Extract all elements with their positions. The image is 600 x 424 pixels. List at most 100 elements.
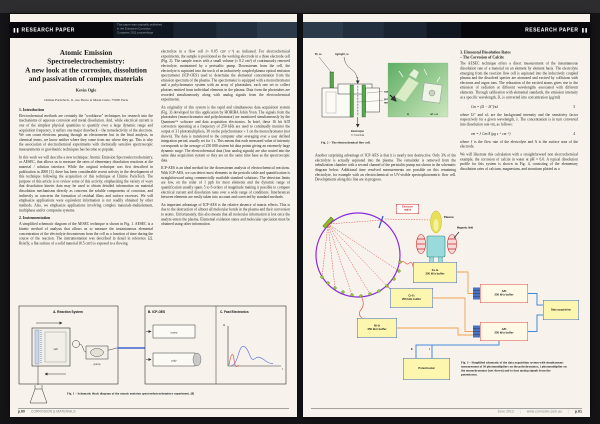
author-affiliation: Chimie ParisTech, 11, rue Pierre et Mari…	[44, 98, 128, 102]
figure-1-caption: Fig. 1 – Schematic block diagram of the …	[67, 392, 195, 396]
figure-1-diagram: A. Reaction System cell pump B.	[18, 305, 287, 404]
entrance-slit-shape	[378, 215, 384, 229]
plasma-label: Plasma	[444, 216, 454, 219]
time-axis-label: t	[282, 367, 283, 371]
reference-electrode-label: Ag/AgCl, re	[335, 53, 349, 56]
column2-paragraph-2: An originality of this system is the rap…	[161, 104, 290, 163]
left-footer-rule	[18, 408, 289, 409]
current-signal-label: I	[429, 348, 430, 351]
figure-2: Pt, ce Ag/AgCl, re sample porous membran…	[311, 49, 457, 140]
figure-1: A. Reaction System cell pump B.	[18, 300, 290, 406]
journal-name: CORROSION & MATERIALS	[31, 410, 76, 414]
figure-3-diagram	[315, 210, 543, 358]
right-page-number: p.61	[575, 410, 582, 414]
cell-label: cell	[53, 347, 57, 351]
left-page: ❚❚ RESEARCH PAPER This paper was origina…	[10, 14, 297, 417]
figure-2-caption: Fig. 2 – The electrochemical flow cell.	[321, 141, 371, 145]
panel-a-label: A. Reaction System	[53, 310, 83, 314]
right-column: 3. Elemental Dissolution Rates – The Cor…	[460, 50, 578, 174]
instrumentation-heading: 2. Instrumentation	[19, 215, 51, 221]
paper-marker-icon: ❚❚	[12, 27, 20, 33]
light-rays	[321, 218, 431, 296]
left-column-2: electrolyte in a flow cell (≈ 0.05 cm³ s…	[161, 49, 290, 229]
flow-rate-label: f = 3 cm³/min	[351, 134, 365, 137]
article-title: Atomic Emission Spectroelectrochemistry:…	[25, 49, 147, 84]
journal-website: www.corrosion.com.au	[526, 410, 563, 414]
figure-2-diagram: Pt, ce Ag/AgCl, re sample porous membran…	[315, 53, 449, 137]
left-page-number: p.60	[18, 410, 25, 414]
intro-heading: 1. Introduction	[19, 107, 45, 112]
rowland-circle	[315, 212, 401, 298]
column2-paragraph-4: An important advantage of ICP-AES is the…	[161, 202, 290, 227]
left-header-bar: ❚❚ RESEARCH PAPER This paper was origina…	[10, 22, 297, 38]
section-3-paragraph-1: The AESEC technique offers a direct meas…	[460, 61, 578, 100]
section-3-heading: 3. Elemental Dissolution Rates – The Cor…	[460, 50, 511, 60]
digital-connectors	[415, 293, 543, 358]
fe-buffer-box: Fe-Iλ 250 kHz buffer	[413, 262, 457, 283]
equation-3-number: 3	[573, 105, 575, 110]
data-acquisition-box: Data acquisition	[543, 300, 579, 320]
research-paper-label: RESEARCH PAPER	[21, 27, 75, 33]
ni-buffer-box: Ni-Iλ 250 kHz buffer	[357, 318, 397, 338]
monochromator-label: mono	[171, 332, 178, 335]
footer-separator: |	[519, 410, 521, 414]
equation-4-body: νm = ƒ Cm/A (μg s⁻¹ cm⁻²)	[471, 132, 511, 137]
ref-ce-label: ref + ce	[430, 114, 439, 116]
footer-separator: |	[568, 410, 569, 414]
issue-date: June 2012	[497, 410, 514, 414]
potential-signal-label: E	[411, 348, 413, 351]
right-footer: June 2012 | www.corrosion.com.au | p.61	[311, 410, 582, 414]
section-3-paragraph-3: where ƒ is the flow rate of the electrol…	[460, 139, 578, 149]
right-header-bar: RESEARCH PAPER ❚❚	[303, 22, 590, 38]
reference-wire	[343, 56, 358, 79]
ad-converter-box-1: A/D 250 kHz buffer	[480, 284, 528, 303]
instrumentation-paragraph: A simplified schematic diagram of the AE…	[19, 221, 153, 246]
blue-transient-curve	[230, 345, 274, 366]
polychromator-label: poly	[172, 359, 178, 363]
induction-coils	[416, 234, 457, 254]
torch-body-shape	[426, 235, 446, 258]
figure-3: Emission region Plasma Magnetic field Fe…	[308, 199, 585, 386]
column2-paragraph-3: ICP-AES is an ideal method for the downs…	[161, 165, 290, 200]
author-name: Kevin Ogle	[75, 87, 97, 93]
emission-region-label: Emission region	[396, 204, 419, 214]
reaction-system-box	[18, 305, 119, 385]
electrolyte-label: Electrolyte	[351, 130, 364, 133]
ad-connector-stubs	[473, 287, 480, 338]
intensity-axis-label: Iλ	[223, 323, 226, 327]
backdrop-top-strip	[0, 0, 600, 13]
ad-converter-box-2: A/D 250 kHz buffer	[480, 322, 528, 341]
analog-connectors	[397, 271, 473, 336]
waste-flask-icon	[29, 385, 48, 404]
equation-3: Cm = (Iλ − Iλ°)/κλ 3	[460, 103, 578, 113]
right-page: RESEARCH PAPER ❚❚ Pt, ce Ag/AgCl, re	[303, 14, 590, 417]
research-paper-label: RESEARCH PAPER	[525, 27, 579, 33]
right-footer-rule	[311, 408, 582, 409]
equation-4: νm = ƒ Cm/A (μg s⁻¹ cm⁻²) 4	[460, 130, 578, 140]
advantage-paragraph: Another surprising advantage of ICP-AES …	[315, 153, 456, 182]
magnetic-field-label: Magnetic field	[457, 227, 473, 230]
panel-b-label: B. ICP-OES	[148, 310, 165, 314]
panel-c-label: C. Fast Electronics	[220, 310, 249, 314]
detector-shape	[192, 352, 202, 367]
equation-4-number: 4	[573, 132, 575, 137]
column2-paragraph-1: electrolyte in a flow cell (≈ 0.05 cm³ s…	[161, 49, 290, 102]
intro-paragraph-1: Electrochemical methods are certainly th…	[19, 113, 153, 152]
working-electrode-label: w	[407, 113, 409, 116]
header-note: This paper was originally published in t…	[117, 23, 163, 35]
left-footer: p.60 CORROSION & MATERIALS	[18, 410, 289, 414]
cr-buffer-box: Cr-Iλ 250 kHz buffer	[390, 288, 433, 308]
section-3-paragraph-4: We will illustrate this calculation with…	[460, 152, 578, 171]
equation-3-body: Cm = (Iλ − Iλ°)/κλ	[471, 105, 499, 110]
counter-electrode-label: Pt, ce	[315, 53, 322, 56]
pump-label: pump	[94, 363, 101, 366]
pointer-arrow-icon	[389, 94, 397, 102]
potentiostat-box: Potentiostat	[403, 358, 450, 380]
paper-marker-icon: ❚❚	[580, 27, 588, 33]
section-3-paragraph-2: where Iλ° and κλ are the background inte…	[460, 112, 578, 127]
intro-paragraph-2: In this work we will describe a new tech…	[19, 154, 153, 213]
icp-oes-box	[144, 305, 287, 385]
left-column-1: Atomic Emission Spectroelectrochemistry:…	[19, 49, 153, 249]
figure-3-caption: Fig. 3 – Simplified schematic of the dat…	[461, 361, 567, 377]
